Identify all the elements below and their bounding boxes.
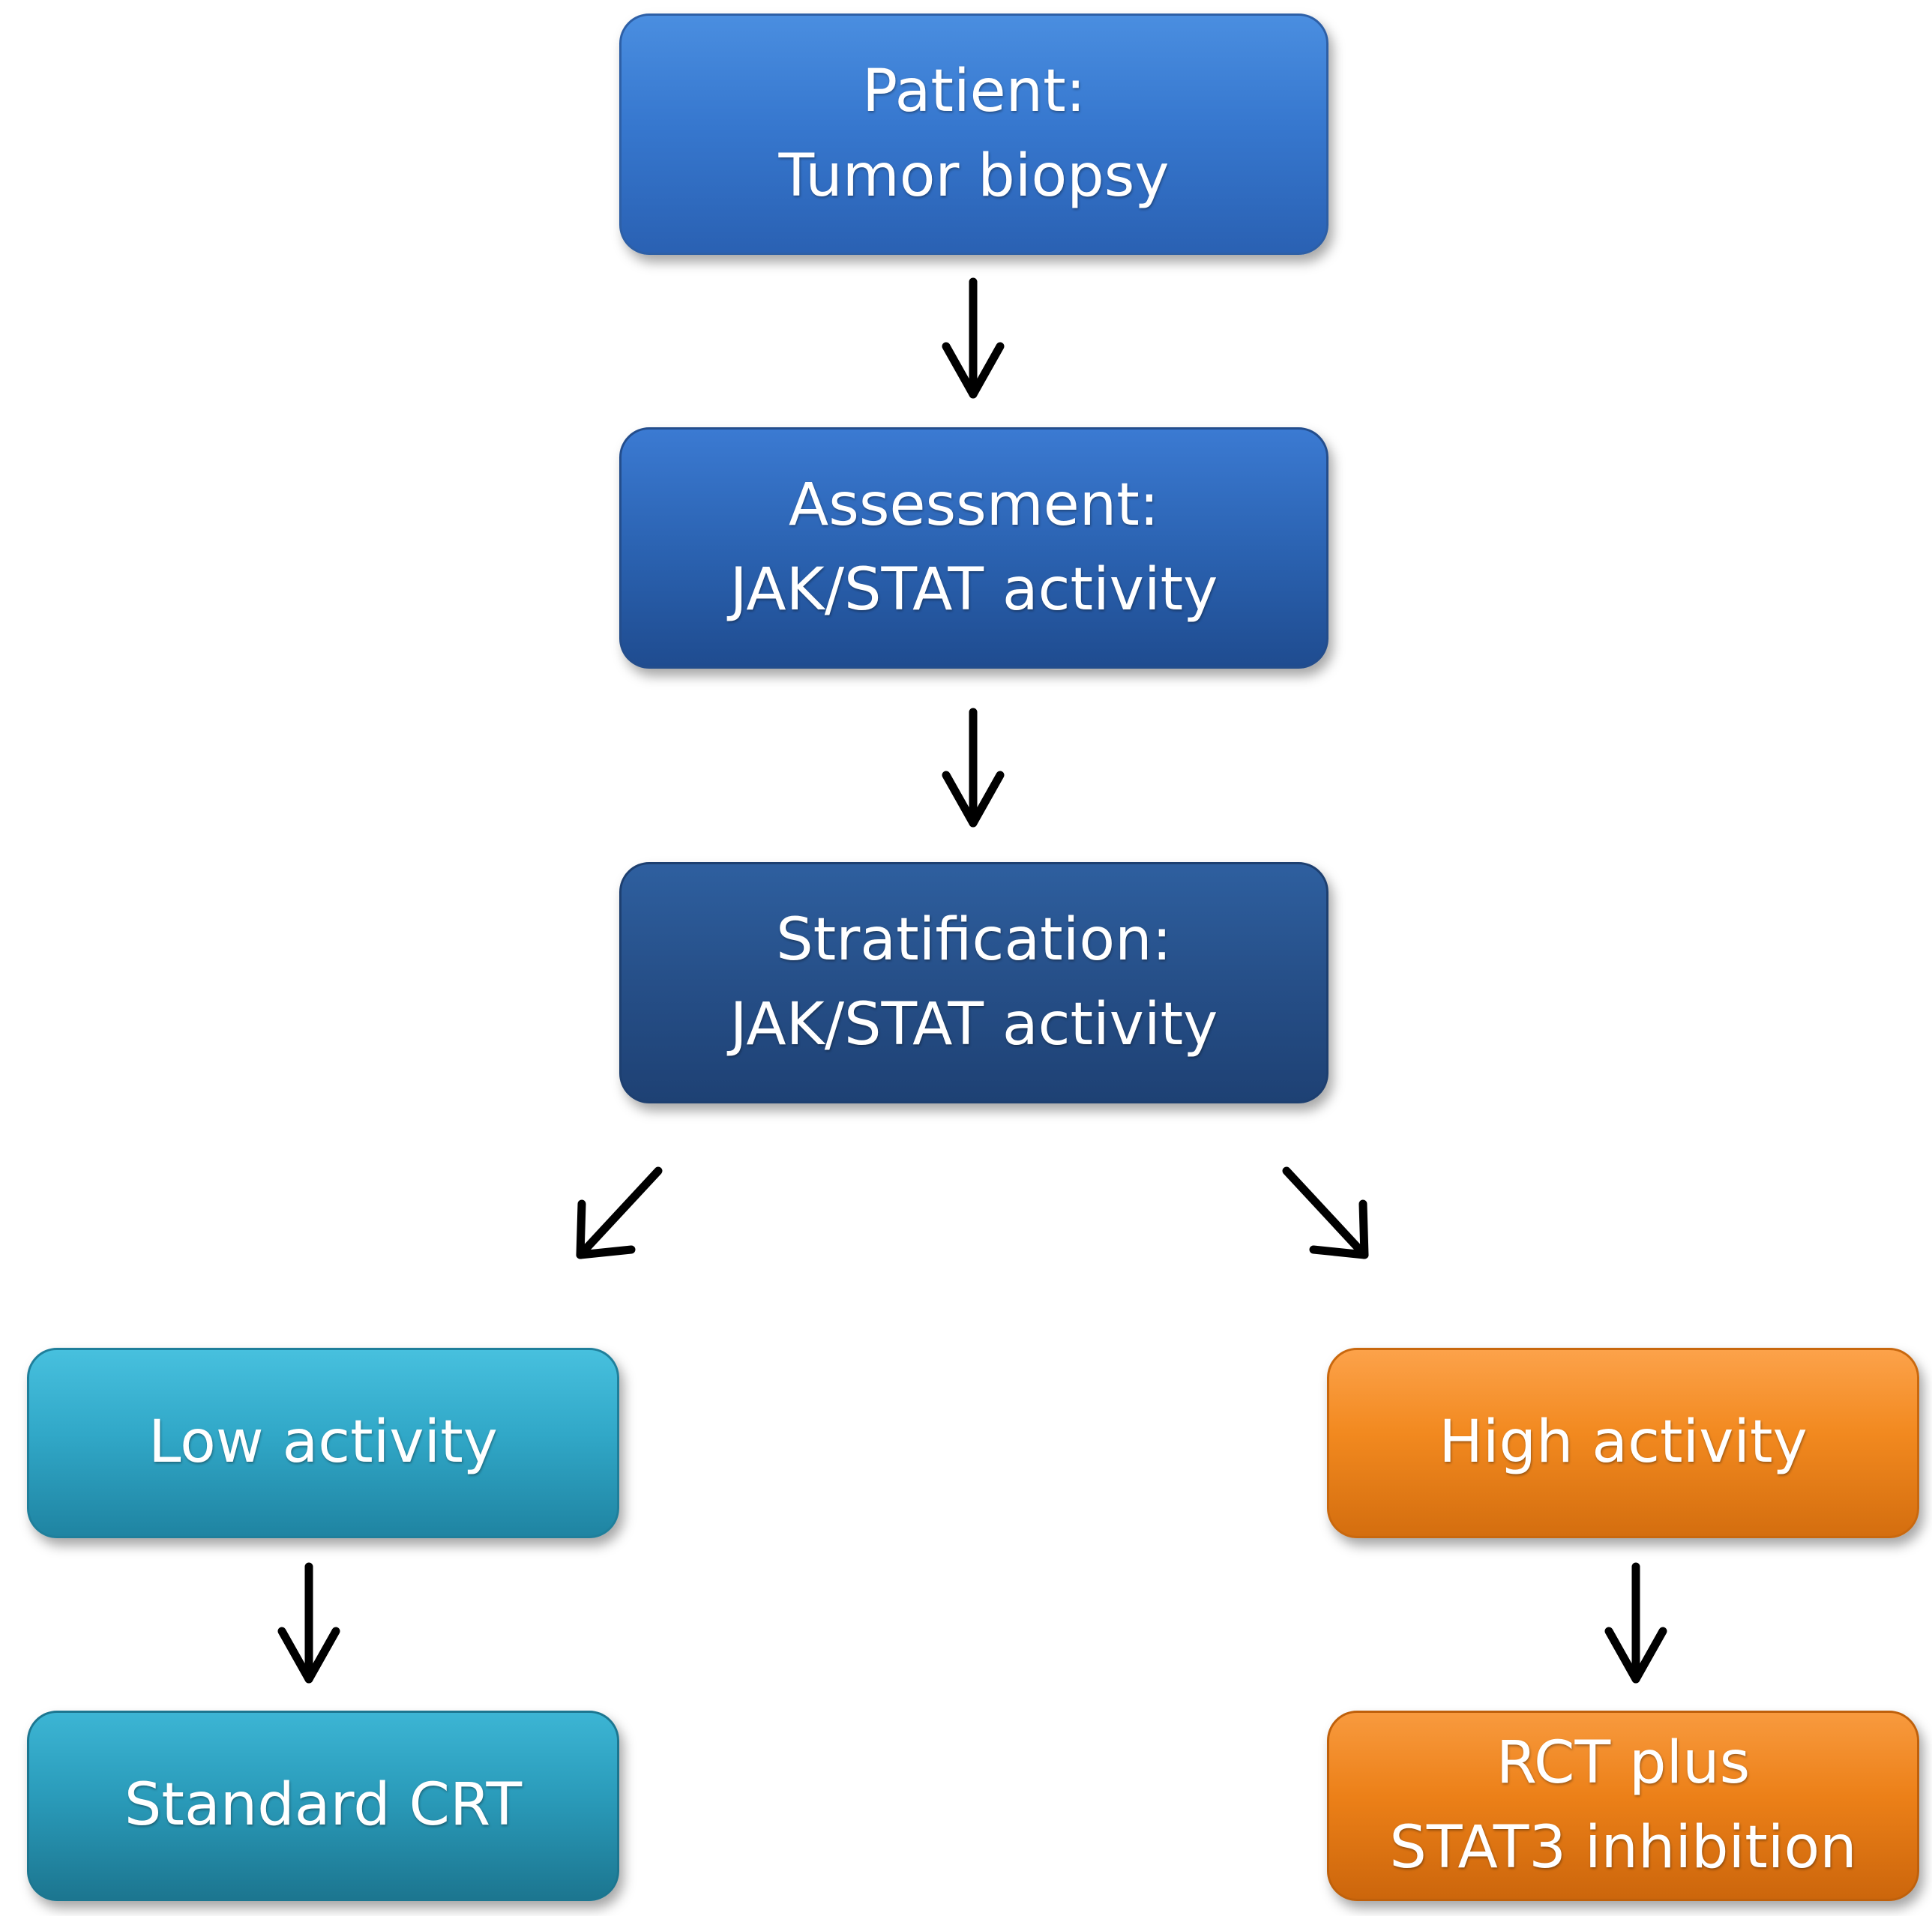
assessment-subtitle: JAK/STAT activity <box>729 556 1218 624</box>
standard-crt-node: Standard CRT <box>27 1711 619 1901</box>
low-activity-node: Low activity <box>27 1348 619 1538</box>
arrow-stratification-to-low <box>576 1166 663 1259</box>
assessment-node: Assessment: JAK/STAT activity <box>619 427 1328 669</box>
rct-subtitle: STAT3 inhibition <box>1389 1814 1857 1882</box>
assessment-title: Assessment: <box>788 471 1160 539</box>
arrow-high-to-rct <box>1604 1562 1667 1684</box>
high-activity-node: High activity <box>1327 1348 1919 1538</box>
patient-subtitle: Tumor biopsy <box>778 142 1170 210</box>
low-activity-label: Low activity <box>148 1409 498 1477</box>
patient-node: Patient: Tumor biopsy <box>619 13 1328 255</box>
arrow-assessment-to-stratification <box>942 708 1005 828</box>
rct-stat3-node: RCT plus STAT3 inhibition <box>1327 1711 1919 1901</box>
stratification-subtitle: JAK/STAT activity <box>729 991 1218 1058</box>
rct-title: RCT plus <box>1496 1729 1751 1797</box>
stratification-node: Stratification: JAK/STAT activity <box>619 862 1328 1103</box>
patient-title: Patient: <box>862 57 1086 125</box>
arrow-low-to-standard <box>277 1562 340 1684</box>
arrow-stratification-to-high <box>1282 1166 1369 1259</box>
high-activity-label: High activity <box>1439 1409 1808 1477</box>
standard-crt-label: Standard CRT <box>124 1771 523 1840</box>
arrow-patient-to-assessment <box>942 277 1005 399</box>
stratification-title: Stratification: <box>776 906 1172 974</box>
